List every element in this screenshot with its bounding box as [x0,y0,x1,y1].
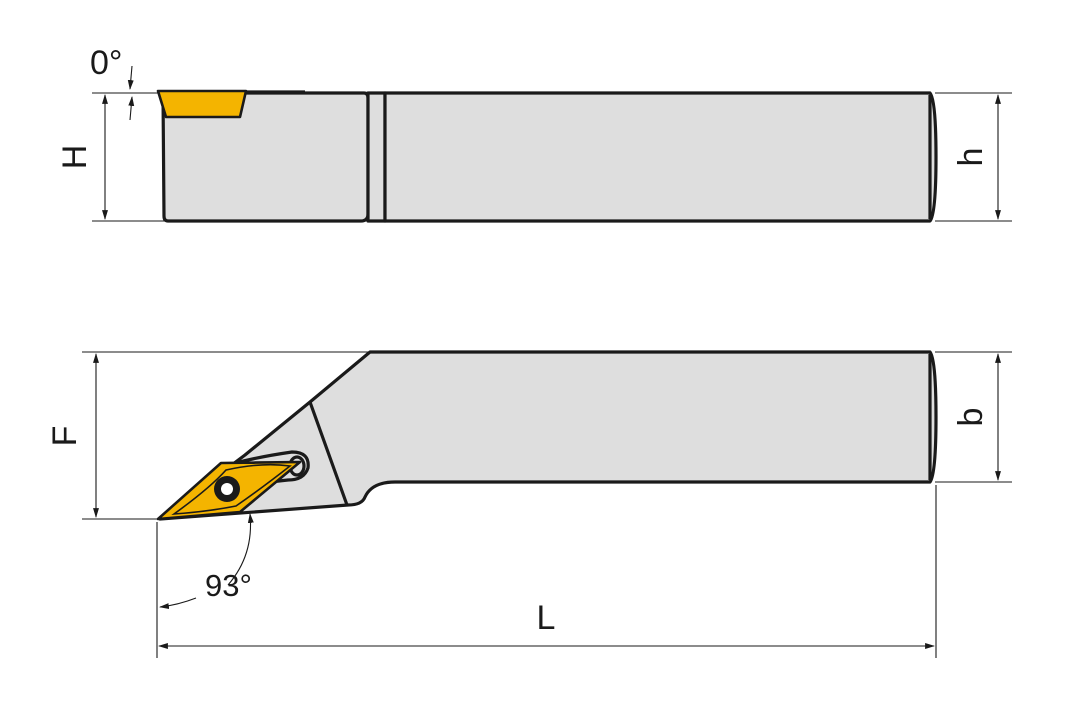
angle-arrow-lower [128,96,135,121]
angle-arrow-upper [127,65,134,90]
shank-plan-body [158,350,938,521]
plan-view: F b 93° L [46,350,1012,658]
insert-profile [156,89,248,119]
top-angle-label: 0° [90,44,123,82]
insert-chipbreaker [171,463,292,515]
dimension-L-label: L [537,599,556,637]
shank-groove [366,91,387,223]
dimension-b-label: b [952,408,990,427]
lead-angle-arc-upper [227,513,254,586]
side-view: 0° H h [56,44,1012,223]
dimension-H-label: H [56,145,94,170]
dimension-h-label: h [952,148,990,167]
insert-screw-hole [221,483,233,495]
dimension-F-label: F [46,426,84,447]
shank-body-section [383,91,938,223]
lead-angle-arc-lower [159,597,197,609]
lead-angle-label: 93° [205,568,252,603]
head-transition-line [308,401,349,506]
